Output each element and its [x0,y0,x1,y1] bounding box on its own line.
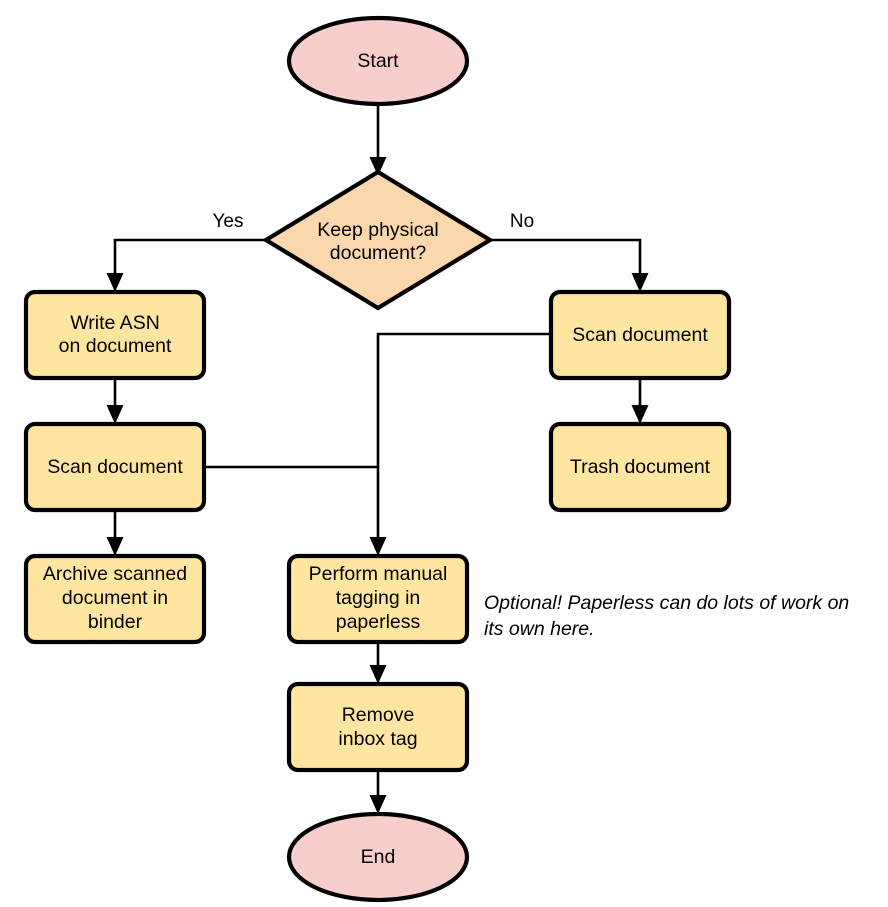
scan-document-right-label: Scan document [572,324,708,346]
edge-decision-no-to-scan-right [490,238,649,292]
remove-inbox-tag-label-line2: inbox tag [338,728,417,750]
scan-document-right-box [548,289,732,381]
tagging-box [286,553,470,645]
write-asn-label-line1: Write ASN [70,312,160,334]
node-write-asn[interactable]: Write ASN on document [23,289,207,381]
write-asn-label-line2: on document [59,335,172,357]
end-label: End [361,846,396,868]
node-archive-scanned-document[interactable]: Archive scanned document in binder [23,553,207,645]
node-scan-document-left[interactable]: Scan document [23,421,207,513]
node-trash-document[interactable]: Trash document [548,421,732,513]
end-ellipse [286,811,470,903]
remove-inbox-tag-label-line1: Remove [342,704,415,726]
scan-document-left-box [23,421,207,513]
edge-start-to-decision [369,104,387,176]
edge-scan-right-to-tagging [369,332,552,556]
node-perform-manual-tagging[interactable]: Perform manual tagging in paperless [286,553,470,645]
start-label: Start [357,50,399,72]
node-scan-document-right[interactable]: Scan document [548,289,732,381]
remove-inbox-tag-box [286,681,470,773]
node-start[interactable]: Start [286,15,470,107]
edge-decision-yes-to-write-asn [106,238,265,292]
edge-scan-right-to-trash [631,378,649,424]
node-decision-keep-physical-document[interactable]: Keep physical document? [261,169,495,311]
edge-tagging-to-remove-tag [369,641,387,684]
start-ellipse [286,15,470,107]
note-optional-paperless: Optional! Paperless can do lots of work … [484,592,849,640]
scan-document-left-label: Scan document [47,456,183,478]
edge-remove-tag-to-end [369,770,387,814]
tagging-label-line1: Perform manual [309,563,448,585]
edge-scan-left-to-archive [106,510,124,556]
tagging-label-line3: paperless [336,611,421,633]
decision-label-line1: Keep physical [317,219,438,241]
decision-label-line2: document? [330,242,427,264]
archive-box [23,553,207,645]
note-line1: Optional! Paperless can do lots of work … [484,592,849,614]
archive-label-line1: Archive scanned [43,563,187,585]
trash-document-box [548,421,732,513]
archive-label-line2: document in [62,587,168,609]
archive-label-line3: binder [88,611,143,633]
node-remove-inbox-tag[interactable]: Remove inbox tag [286,681,470,773]
edge-label-yes: Yes [213,211,244,232]
tagging-label-line2: tagging in [336,587,421,609]
edge-label-no: No [510,211,534,232]
node-end[interactable]: End [286,811,470,903]
trash-document-label: Trash document [570,456,711,478]
write-asn-box [23,289,207,381]
decision-diamond [261,169,495,311]
note-line2: its own here. [484,618,595,640]
edge-write-asn-to-scan-left [106,378,124,424]
